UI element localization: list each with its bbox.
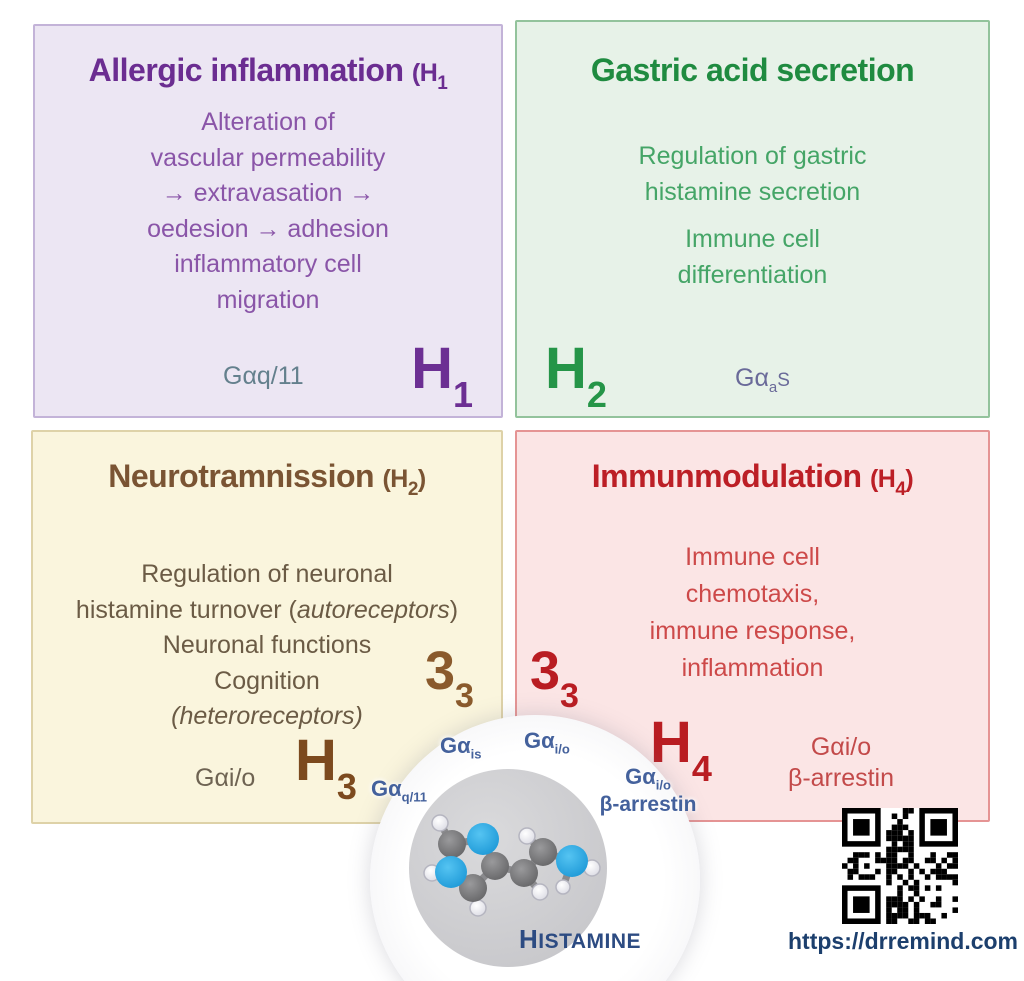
- body-line: Neuronal functions: [162, 631, 372, 659]
- panel-gastric-acid-secretion: Gastric acid secretion Regulation of gas…: [515, 20, 990, 418]
- panel-h4-title-text: Immunmodulation: [591, 458, 862, 494]
- g-protein-label-circle-is: Gαis: [440, 733, 482, 762]
- g-protein-label-h3: Gαi/o: [195, 764, 256, 792]
- body-line: histamine secretion: [644, 177, 861, 206]
- panel-h1-title: Allergic inflammation (H1: [35, 26, 501, 94]
- g-protein-label-h4: Gαi/o β-arrestin: [787, 733, 895, 793]
- panel-h4-receptor-tag: (H4): [869, 465, 914, 500]
- artifact-glyph-h4: 33: [530, 641, 579, 715]
- website-link[interactable]: https://drremind.com: [787, 928, 1018, 954]
- body-line: Regulation of neuronal: [141, 560, 393, 588]
- panel-h3-body: Regulation of neuronal histamine turnove…: [33, 557, 501, 735]
- body-line: Immune cell: [685, 225, 820, 253]
- g-protein-label-h1: Gαq/11: [223, 362, 304, 390]
- body-paragraph: Immune cell differentiation: [517, 222, 988, 293]
- panel-h2-body: Regulation of gastric histamine secretio…: [517, 139, 988, 293]
- artifact-glyph-h3: 33: [425, 641, 474, 715]
- panel-h2-title-text: Gastric acid secretion: [590, 52, 915, 88]
- receptor-symbol-h2: H2: [545, 336, 607, 415]
- body-line: vascular permeability: [150, 143, 386, 172]
- panel-allergic-inflammation: Allergic inflammation (H1 Alteration of …: [33, 24, 503, 418]
- panel-h4-body: Immune cell chemotaxis, immune response,…: [517, 539, 988, 687]
- g-protein-label-circle-io-top: Gαi/o: [524, 728, 570, 757]
- body-line: immune response,: [649, 617, 856, 645]
- qr-code: [842, 808, 958, 924]
- carbon-atoms: [438, 830, 557, 902]
- body-line: differentiation: [677, 260, 828, 289]
- body-line: Immune cell: [685, 543, 820, 571]
- body-line: chemotaxis,: [685, 580, 820, 608]
- body-line: histamine turnover (autoreceptors): [75, 595, 459, 624]
- panel-h1-body: Alteration of vascular permeability → ex…: [35, 105, 501, 318]
- panel-h3-receptor-tag: (H2): [382, 465, 426, 500]
- g-protein-label-circle-io-arrestin: Gαi/o β-arrestin: [599, 764, 697, 817]
- body-line: migration: [216, 285, 320, 314]
- receptor-symbol-h4: H4: [650, 710, 712, 789]
- receptor-symbol-h3: H3: [295, 728, 357, 807]
- body-line: Regulation of gastric: [638, 142, 867, 170]
- panel-h3-title-text: Neurotramnission: [108, 458, 375, 494]
- body-line: Cognition: [214, 666, 320, 695]
- panel-h3-title: Neurotramnission (H2): [33, 432, 501, 500]
- panel-neurotransmission: Neurotramnission (H2) Regulation of neur…: [31, 430, 503, 824]
- body-line: inflammation: [681, 654, 824, 682]
- panel-h4-title: Immunmodulation (H4): [517, 432, 988, 500]
- hydrogen-atoms: [423, 814, 601, 917]
- body-line: (heteroreceptors): [171, 702, 363, 730]
- panel-h2-title: Gastric acid secretion: [517, 22, 988, 89]
- panel-immunomodulation: Immunmodulation (H4) Immune cell chemota…: [515, 430, 990, 822]
- panel-h1-receptor-tag: (H1: [411, 59, 448, 94]
- g-protein-label-h2: GαaS: [735, 364, 790, 396]
- body-paragraph: Regulation of gastric histamine secretio…: [517, 139, 988, 210]
- body-line: oedesion → adhesion: [147, 214, 389, 243]
- g-protein-label-circle-q11: Gαq/11: [371, 776, 427, 805]
- receptor-symbol-h1: H1: [411, 336, 473, 415]
- panel-h1-title-text: Allergic inflammation: [88, 52, 404, 88]
- histamine-molecule: [423, 814, 601, 917]
- nitrogen-atoms: [435, 823, 588, 888]
- body-line: Alteration of: [201, 108, 335, 136]
- body-line: inflammatory cell: [174, 250, 362, 278]
- histamine-label: HISTAMINE: [518, 924, 642, 954]
- body-line: → extravasation →: [161, 179, 375, 207]
